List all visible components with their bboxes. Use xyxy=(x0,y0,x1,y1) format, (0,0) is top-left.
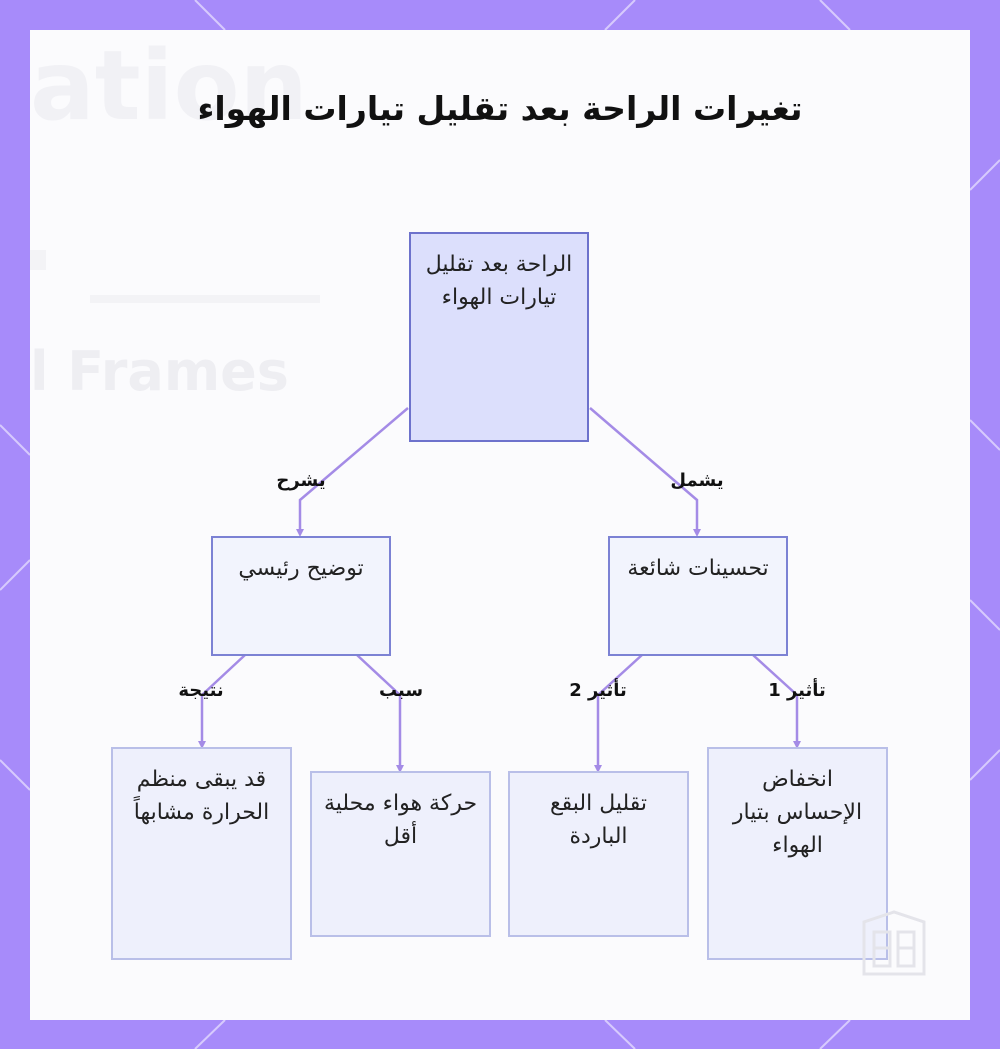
node-root-label: الراحة بعد تقليل تيارات الهواء xyxy=(425,252,573,310)
edge-label-result: نتيجة xyxy=(178,680,224,701)
edge-root-to-main-explanation xyxy=(296,407,409,537)
node-less-draft-feeling[interactable]: انخفاض الإحساس بتيار الهواء xyxy=(707,747,888,960)
background-ghost-mark xyxy=(30,250,46,270)
edge-label-includes: يشمل xyxy=(670,470,724,491)
edge-improvements-to-draft xyxy=(752,654,801,749)
node-common-improvements[interactable]: تحسينات شائعة xyxy=(608,536,788,656)
node-less-local-air[interactable]: حركة هواء محلية أقل xyxy=(310,771,491,937)
background-ghost-mark xyxy=(90,295,320,303)
node-common-improvements-label: تحسينات شائعة xyxy=(627,556,769,581)
diagram-title: تغيرات الراحة بعد تقليل تيارات الهواء xyxy=(197,89,803,128)
node-thermostat-similar[interactable]: قد يبقى منظم الحرارة مشابهاً xyxy=(111,747,292,960)
node-fewer-cold-spots[interactable]: تقليل البقع الباردة xyxy=(508,771,689,937)
node-fewer-cold-spots-label: تقليل البقع الباردة xyxy=(549,791,648,849)
window-frame-icon xyxy=(862,910,926,976)
node-less-draft-feeling-label: انخفاض الإحساس بتيار الهواء xyxy=(732,767,863,858)
edge-label-explains: يشرح xyxy=(276,470,326,491)
node-less-local-air-label: حركة هواء محلية أقل xyxy=(323,791,478,849)
edge-main-to-thermostat xyxy=(198,654,246,749)
edge-main-to-less-air xyxy=(356,654,404,773)
diagram-canvas: ation l Frames تغيرات الراحة بعد تقليل ت… xyxy=(30,30,970,1020)
edge-root-to-common-improvements xyxy=(589,407,701,537)
edge-label-effect-1: تأثير 1 xyxy=(768,680,826,701)
edge-improvements-to-cold-spots xyxy=(594,654,643,773)
node-main-explanation[interactable]: توضيح رئيسي xyxy=(211,536,391,656)
node-main-explanation-label: توضيح رئيسي xyxy=(238,556,364,581)
diagram-edges xyxy=(198,407,801,773)
background-ghost-text: ation xyxy=(30,30,308,142)
background-ghost-text: l Frames xyxy=(30,340,289,403)
edge-label-cause: سبب xyxy=(378,680,424,701)
node-root[interactable]: الراحة بعد تقليل تيارات الهواء xyxy=(409,232,589,442)
node-thermostat-similar-label: قد يبقى منظم الحرارة مشابهاً xyxy=(133,767,270,825)
edge-label-effect-2: تأثير 2 xyxy=(569,680,627,701)
